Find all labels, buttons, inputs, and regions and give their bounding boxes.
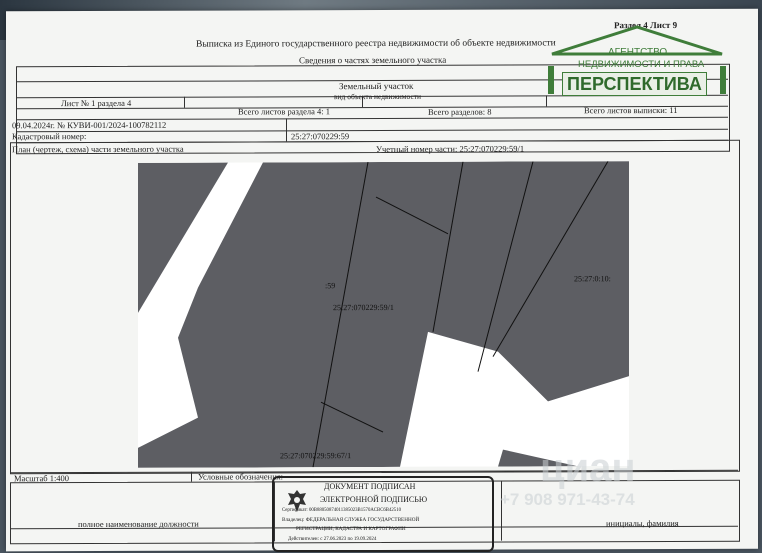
stamp-owner2: РЕГИСТРАЦИИ, КАДАСТРА И КАРТОГРАФИИ bbox=[296, 526, 406, 532]
plan-label-part: 25:27:070229:59/1 bbox=[333, 302, 394, 313]
stamp-owner1: Владелец: ФЕДЕРАЛЬНАЯ СЛУЖБА ГОСУДАРСТВЕ… bbox=[282, 517, 420, 523]
cadastral-label: Кадастровый номер: bbox=[12, 131, 87, 142]
logo-brand: ПЕРСПЕКТИВА bbox=[562, 72, 707, 96]
parcel-strip-left bbox=[138, 162, 228, 313]
document-sheet: Раздел 4 Лист 9 Выписка из Единого госуд… bbox=[6, 8, 758, 552]
plan-label-bottom: 25:27:070229:59:67/1 bbox=[280, 451, 352, 461]
position-label: полное наименование должности bbox=[78, 518, 199, 530]
watermark-brand: циан bbox=[540, 446, 636, 490]
object-type: Земельный участок bbox=[339, 80, 414, 92]
plan-label-right: 25:27:0:10: bbox=[574, 274, 611, 284]
plan-svg bbox=[138, 161, 629, 468]
stamp-valid: Действителен: с 27.06.2023 по 19.09.2024 bbox=[288, 537, 377, 542]
stamp-line2: ЭЛЕКТРОННОЙ ПОДПИСЬЮ bbox=[320, 495, 428, 504]
name-label: инициалы, фамилия bbox=[606, 517, 679, 529]
stamp-line1: ДОКУМЕНТ ПОДПИСАН bbox=[324, 482, 416, 491]
account-number: Учетный номер части: 25:27:070229:59/1 bbox=[376, 143, 525, 155]
emblem-icon bbox=[286, 488, 308, 516]
plan-label: План (чертеж, схема) части земельного уч… bbox=[12, 143, 184, 155]
parcel-fragment bbox=[498, 449, 578, 467]
plan-label-parcel: :59 bbox=[325, 281, 336, 291]
sheet-label: Лист № 1 раздела 4 bbox=[61, 97, 132, 109]
object-kind-label: вид объекта недвижимости bbox=[334, 91, 422, 102]
legend-label: Условные обозначения: bbox=[198, 471, 284, 482]
logo-line2: НЕДВИЖИМОСТИ И ПРАВА bbox=[578, 59, 705, 70]
stamp-cert: Сертификат: 00B88050874011385023B1570ACB… bbox=[282, 508, 401, 513]
sections-total: Всего разделов: 8 bbox=[428, 106, 492, 117]
logo-line1: АГЕНТСТВО bbox=[608, 47, 668, 58]
date-number: 09.04.2024г. № КУВИ-001/2024-100782112 bbox=[12, 119, 167, 131]
sheets-section-total: Всего листов раздела 4: 1 bbox=[238, 106, 330, 117]
signature-stamp: ДОКУМЕНТ ПОДПИСАН ЭЛЕКТРОННОЙ ПОДПИСЬЮ С… bbox=[272, 476, 494, 552]
agency-logo: АГЕНТСТВО НЕДВИЖИМОСТИ И ПРАВА ПЕРСПЕКТИ… bbox=[532, 24, 742, 104]
plan-drawing: :59 25:27:070229:59/1 25:27:0:10: 25:27:… bbox=[138, 161, 629, 468]
document-title: Выписка из Единого государственного реес… bbox=[196, 38, 556, 50]
parcel-main bbox=[138, 161, 629, 468]
cadastral-number: 25:27:070229:59 bbox=[291, 131, 350, 142]
sheets-extract-total: Всего листов выписки: 11 bbox=[584, 104, 678, 116]
watermark-phone: +7 908 971-43-74 bbox=[500, 490, 635, 509]
